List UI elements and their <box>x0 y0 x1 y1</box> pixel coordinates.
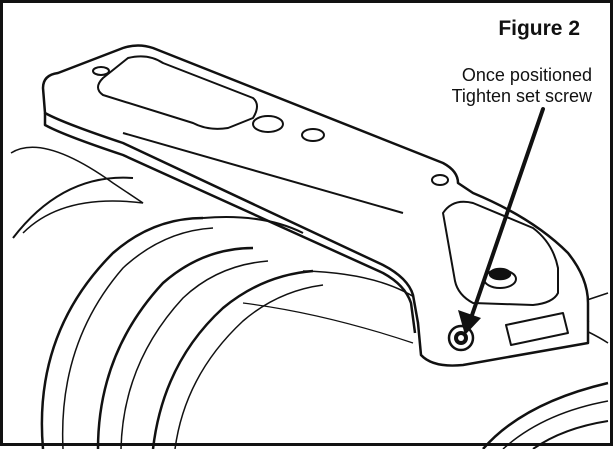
callout-arrow <box>458 107 545 335</box>
lens-barrel <box>10 146 609 449</box>
technical-drawing <box>10 44 609 449</box>
callout-line-2: Tighten set screw <box>451 86 592 106</box>
callout-text: Once positioned Tighten set screw <box>452 65 592 107</box>
figure-title: Figure 2 <box>498 17 580 40</box>
mounting-bracket <box>41 44 590 367</box>
callout-line-1: Once positioned <box>461 65 592 85</box>
